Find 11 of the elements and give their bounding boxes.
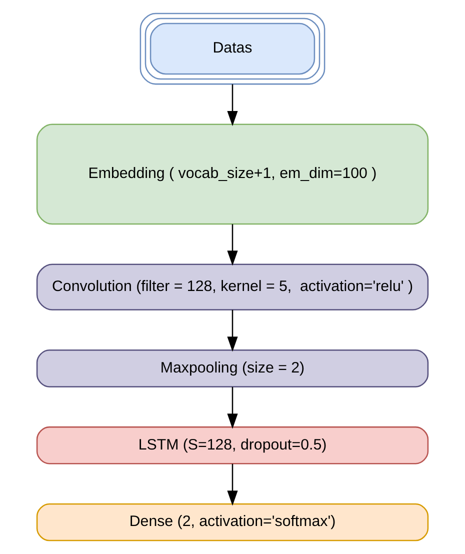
arrow	[227, 224, 238, 266]
node-box: LSTM (S=128, dropout=0.5)	[36, 426, 429, 464]
arrow	[227, 84, 238, 126]
arrow	[227, 464, 238, 506]
arrow	[227, 310, 238, 352]
node-box: Dense (2, activation='softmax')	[36, 503, 429, 542]
node-box: Embedding ( vocab_size+1, em_dim=100 )	[36, 124, 429, 225]
node-box: Maxpooling (size = 2)	[36, 350, 429, 388]
node-box: Convolution (filter = 128, kernel = 5, activation='relu' )	[36, 264, 429, 310]
arrow	[227, 386, 238, 429]
node-box: Datas	[140, 12, 326, 85]
